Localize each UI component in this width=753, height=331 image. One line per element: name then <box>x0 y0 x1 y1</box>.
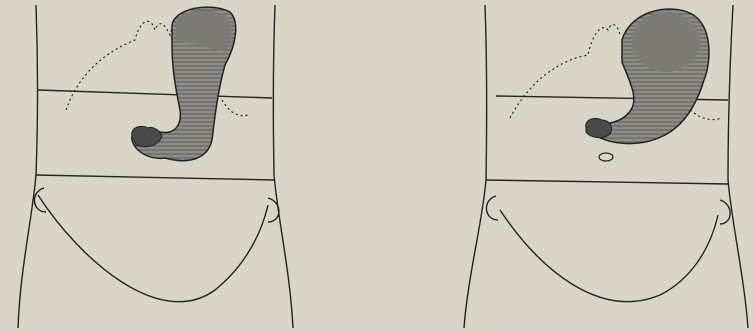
right-pylorus <box>586 118 612 137</box>
right-stomach-fundus <box>632 12 700 72</box>
